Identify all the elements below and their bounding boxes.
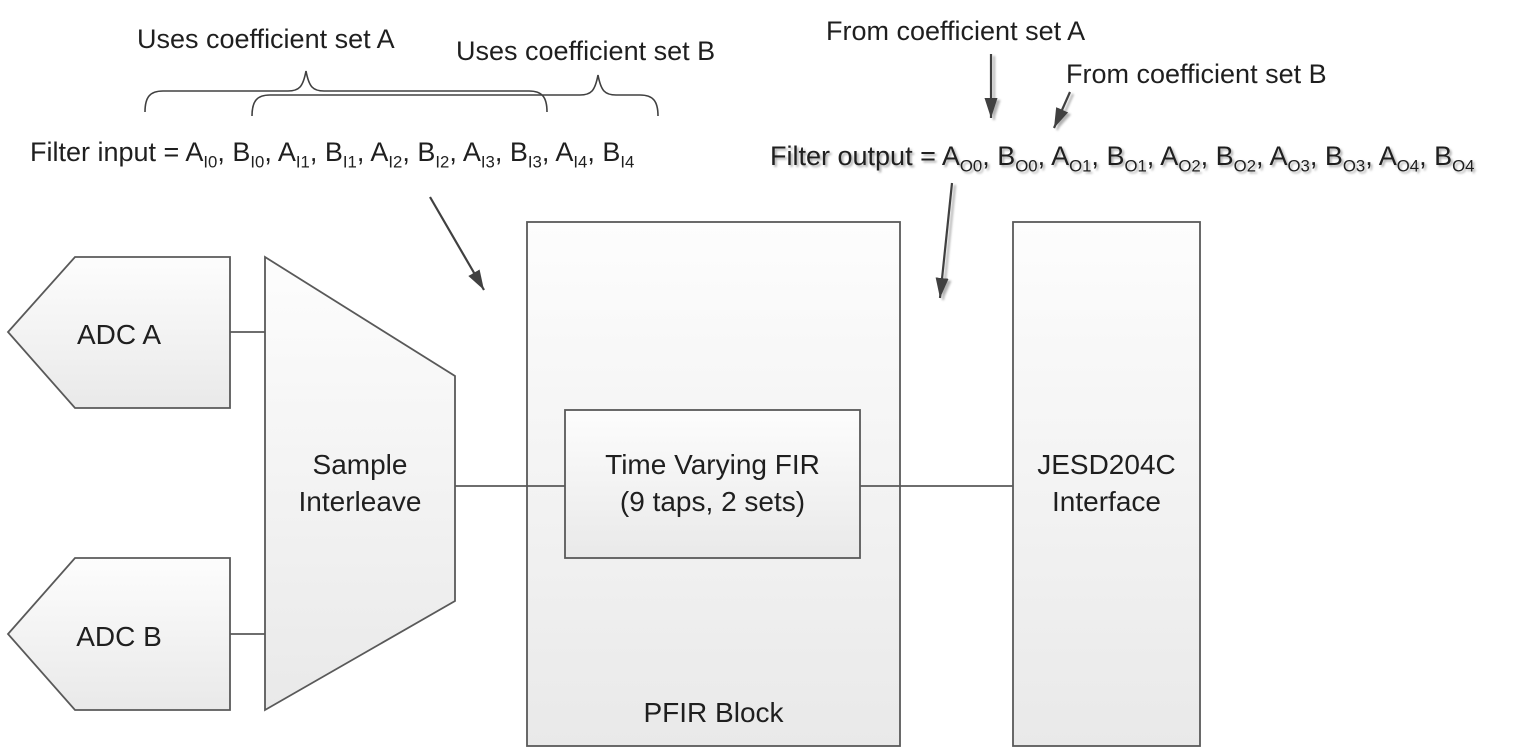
coefficient-set-a-brace	[144, 70, 548, 113]
jesd204c-label-line2: Interface	[1052, 486, 1161, 517]
time-varying-fir-shape	[564, 409, 861, 559]
adc-a-label: ADC A	[76, 319, 162, 350]
input-annotation-arrow	[429, 196, 485, 291]
sample-interleave-label-line1: Sample	[312, 449, 408, 480]
pfir-block-label: PFIR Block	[643, 697, 784, 728]
jesd204c-interface-label: JESD204C Interface	[1013, 446, 1200, 520]
sample-interleave-label-line2: Interleave	[298, 486, 422, 517]
sample-interleave-shape	[264, 255, 456, 712]
filter-output-terms: AO0, BO0, AO1, BO1, AO2, BO2, AO3, BO3, …	[941, 141, 1475, 176]
uses-coefficient-set-b-label: Uses coefficient set B	[456, 36, 716, 66]
from-set-b-arrow	[1052, 91, 1072, 129]
output-annotation-arrows	[935, 54, 1072, 299]
sample-interleave-label: Sample Interleave	[265, 446, 455, 520]
filter-input-terms: AI0, BI0, AI1, BI1, AI2, BI2, AI3, BI3, …	[185, 137, 635, 172]
uses-coefficient-set-a-label: Uses coefficient set A	[137, 24, 395, 54]
adc-b-label: ADC B	[76, 621, 162, 652]
from-coefficient-set-a-label: From coefficient set A	[826, 16, 1086, 46]
filter-output-prefix: Filter output =	[770, 141, 942, 171]
jesd204c-label-line1: JESD204C	[1037, 449, 1176, 480]
filter-input-formula: Filter input = AI0, BI0, AI1, BI1, AI2, …	[30, 137, 635, 172]
coefficient-set-b-brace	[251, 74, 659, 117]
filter-output-formula: Filter output = AO0, BO0, AO1, BO1, AO2,…	[770, 141, 1475, 176]
time-varying-fir-label: Time Varying FIR (9 taps, 2 sets)	[565, 446, 860, 520]
time-varying-fir-label-line2: (9 taps, 2 sets)	[619, 486, 806, 517]
adc-b-shape	[6, 557, 231, 711]
output-annotation-arrow	[935, 182, 954, 299]
filter-input-prefix: Filter input =	[30, 137, 186, 167]
jesd204c-interface-shape	[1012, 221, 1201, 747]
time-varying-fir-label-line1: Time Varying FIR	[605, 449, 820, 480]
adc-a-shape	[6, 256, 231, 409]
from-coefficient-set-b-label: From coefficient set B	[1066, 59, 1327, 89]
